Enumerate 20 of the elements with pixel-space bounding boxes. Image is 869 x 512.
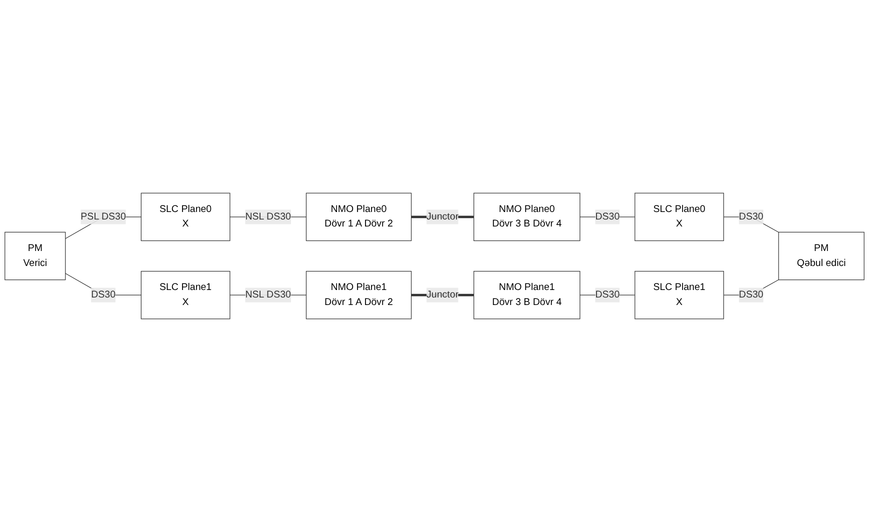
edge-label: Junctor [426,290,459,300]
edge-label: NSL DS30 [245,211,291,222]
edge-label: DS30 [738,211,764,222]
node-box: NMO Plane1 Dövr 3 B Dövr 4 [474,270,580,320]
edge-label: DS30 [595,211,620,222]
node-box: NMO Plane0 Dövr 3 B Dövr 4 [474,192,580,242]
edge-label: NSL DS30 [245,290,291,300]
edge-label: DS30 [595,290,620,300]
node-box: PM Verici [4,232,66,280]
node-box: NMO Plane1 Dövr 1 A Dövr 2 [306,270,412,320]
node-box: SLC Plane1 X [140,270,230,320]
node-box: SLC Plane0 X [140,192,230,242]
node-box: NMO Plane0 Dövr 1 A Dövr 2 [306,192,412,242]
node-box: SLC Plane1 X [634,270,724,320]
edge-label: DS30 [91,290,116,300]
node-box: SLC Plane0 X [634,192,724,242]
edge-label: DS30 [738,290,764,300]
node-box: PM Qəbul edici [778,232,864,280]
edge-label: PSL DS30 [80,211,126,222]
edge-label: Junctor [426,211,459,222]
